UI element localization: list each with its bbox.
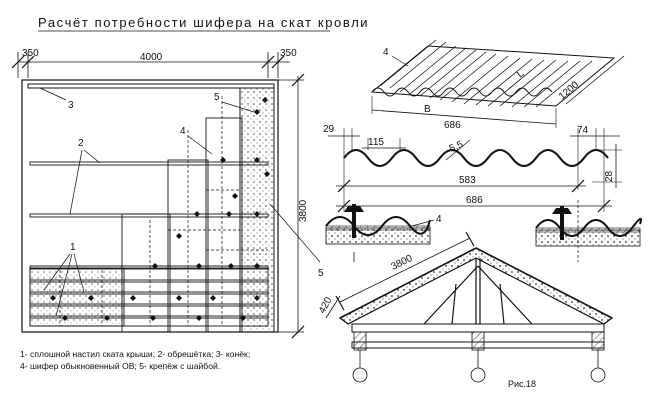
callout-2-battens: 2 — [78, 138, 84, 149]
profile-overlap: 74 — [577, 125, 589, 136]
sheet-callout-4: 4 — [383, 47, 389, 58]
sheet-length-letter: L — [515, 68, 527, 80]
callout-3-ridge: 3 — [68, 100, 74, 111]
fastening-detail-right — [535, 200, 642, 262]
callout-4-sheet: 4 — [180, 126, 186, 137]
sheet-width-letter: B — [424, 104, 431, 115]
ridge-board — [27, 83, 275, 89]
profile-height: 28 — [604, 170, 615, 182]
sheet-profile-section: 29 115 5,5 74 28 583 686 — [323, 124, 622, 213]
profile-pitch: 115 — [368, 137, 384, 148]
profile-thickness: 5,5 — [448, 139, 466, 155]
roof-slope-plan: 350 4000 350 3800 — [11, 48, 324, 339]
profile-useful-width: 583 — [459, 175, 476, 186]
sheet-dashed-outlines — [59, 96, 268, 326]
fastening-detail-left: 4 — [325, 204, 442, 262]
legend-line-2: 4- шифер обыкновенный ОВ; 5- крепёж с ша… — [20, 361, 220, 371]
fasteners — [50, 97, 270, 321]
roof-truss-section: 3800 420 — [317, 231, 614, 383]
diagram-title: Расчёт потребности шифера на скат кровли — [38, 15, 369, 30]
dim-plan-width: 4000 — [140, 52, 163, 63]
dim-right-overhang: 350 — [280, 48, 297, 59]
callout-5-fastener: 5 — [214, 92, 220, 103]
truss-overhang: 420 — [317, 295, 335, 315]
truss-slope-length: 3800 — [389, 253, 414, 273]
corrugated-sheet-isometric: 4 B 686 L 1200 — [370, 39, 625, 131]
detail-callout-4: 4 — [436, 214, 442, 225]
profile-full-width: 686 — [466, 195, 483, 206]
dim-plan-height: 3800 — [298, 199, 309, 222]
dim-left-overhang: 350 — [22, 48, 39, 59]
callout-5-fastener-line: 5 — [318, 268, 324, 279]
battens — [29, 161, 269, 319]
callout-1-deck: 1 — [70, 242, 76, 253]
legend-line-1: 1- сплошной настил ската крыши; 2- обреш… — [20, 349, 250, 359]
sheet-width-value: 686 — [444, 120, 461, 131]
profile-edge: 29 — [323, 124, 335, 135]
slate-sheets — [29, 87, 275, 333]
figure-label: Рис.18 — [508, 379, 536, 389]
